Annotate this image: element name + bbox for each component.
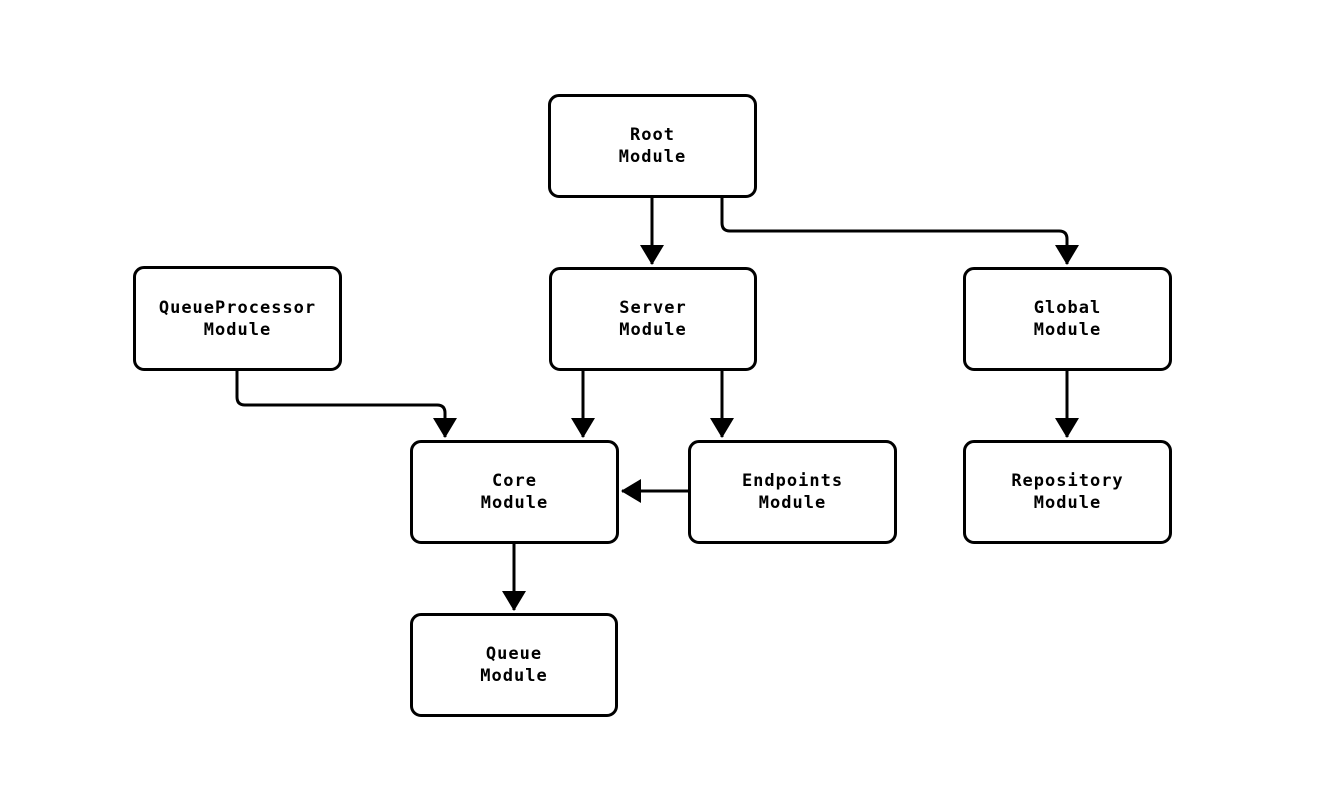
edge-queueprocessor-to-core xyxy=(235,371,457,438)
node-endpoints: Endpoints Module xyxy=(688,440,897,544)
node-queue: Queue Module xyxy=(410,613,618,717)
edges-group xyxy=(235,198,1079,611)
node-label: QueueProcessor Module xyxy=(158,297,317,340)
edge-root-to-global xyxy=(720,198,1079,265)
node-core: Core Module xyxy=(410,440,619,544)
node-label: Root Module xyxy=(618,125,687,167)
node-label: Repository Module xyxy=(1011,471,1124,513)
node-label: Queue Module xyxy=(480,644,548,686)
node-label: Global Module xyxy=(1033,298,1102,340)
node-label: Endpoints Module xyxy=(741,471,844,513)
node-label: Server Module xyxy=(619,298,687,340)
node-repository: Repository Module xyxy=(963,440,1172,544)
node-queueprocessor: QueueProcessor Module xyxy=(133,266,342,371)
node-server: Server Module xyxy=(549,267,757,371)
node-root: Root Module xyxy=(548,94,757,198)
node-global: Global Module xyxy=(963,267,1172,371)
node-label: Core Module xyxy=(480,471,549,513)
